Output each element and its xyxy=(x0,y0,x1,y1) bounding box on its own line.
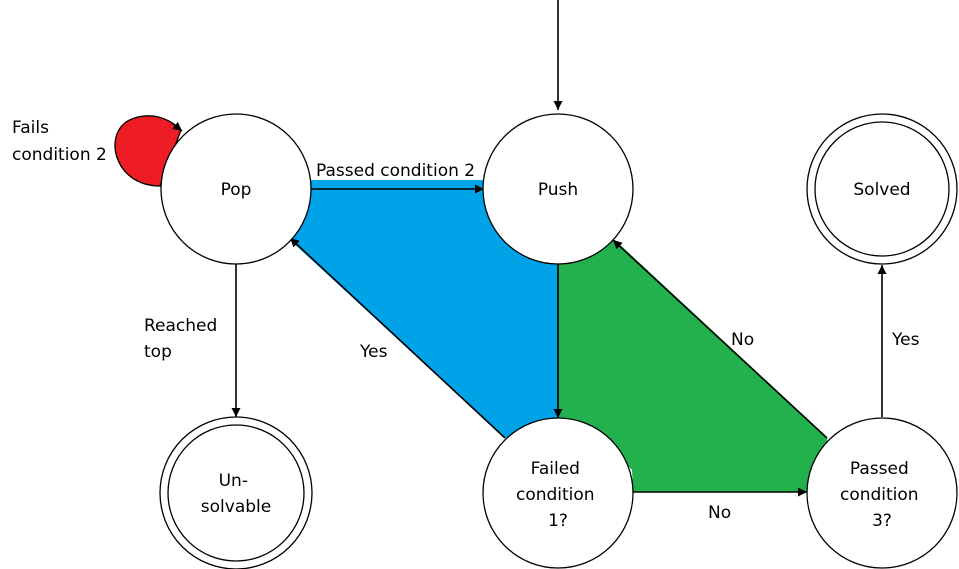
node-failed-condition-1-label: Failed condition 1? xyxy=(516,459,600,531)
node-push-label: Push xyxy=(538,180,578,200)
node-solved-label: Solved xyxy=(853,180,910,200)
node-push: Push xyxy=(482,113,634,265)
node-pop: Pop xyxy=(160,113,312,265)
node-passed-condition-3-label: Passed condition 3? xyxy=(840,459,924,531)
edge-failed1-to-pop xyxy=(289,237,506,439)
label-yes-to-solved: Yes xyxy=(891,330,920,350)
label-no-to-passed-3: No xyxy=(708,503,731,523)
self-loop-arrow xyxy=(171,121,183,132)
node-passed-condition-3: Passed condition 3? xyxy=(806,417,958,569)
node-failed-condition-1: Failed condition 1? xyxy=(482,417,634,569)
label-yes-to-pop: Yes xyxy=(359,342,388,362)
node-unsolvable-label: Un- solvable xyxy=(201,471,271,517)
no-region xyxy=(558,240,830,492)
label-fails-condition-2: Fails condition 2 xyxy=(12,118,107,165)
label-passed-condition-2: Passed condition 2 xyxy=(316,161,475,181)
node-pop-label: Pop xyxy=(221,180,252,200)
edge-passed3-to-push xyxy=(612,239,828,439)
yes-region xyxy=(290,180,558,438)
label-no-to-push: No xyxy=(731,330,754,350)
node-solved: Solved xyxy=(806,113,958,265)
node-unsolvable: Un- solvable xyxy=(159,416,313,569)
label-reached-top: Reached top xyxy=(144,316,223,362)
